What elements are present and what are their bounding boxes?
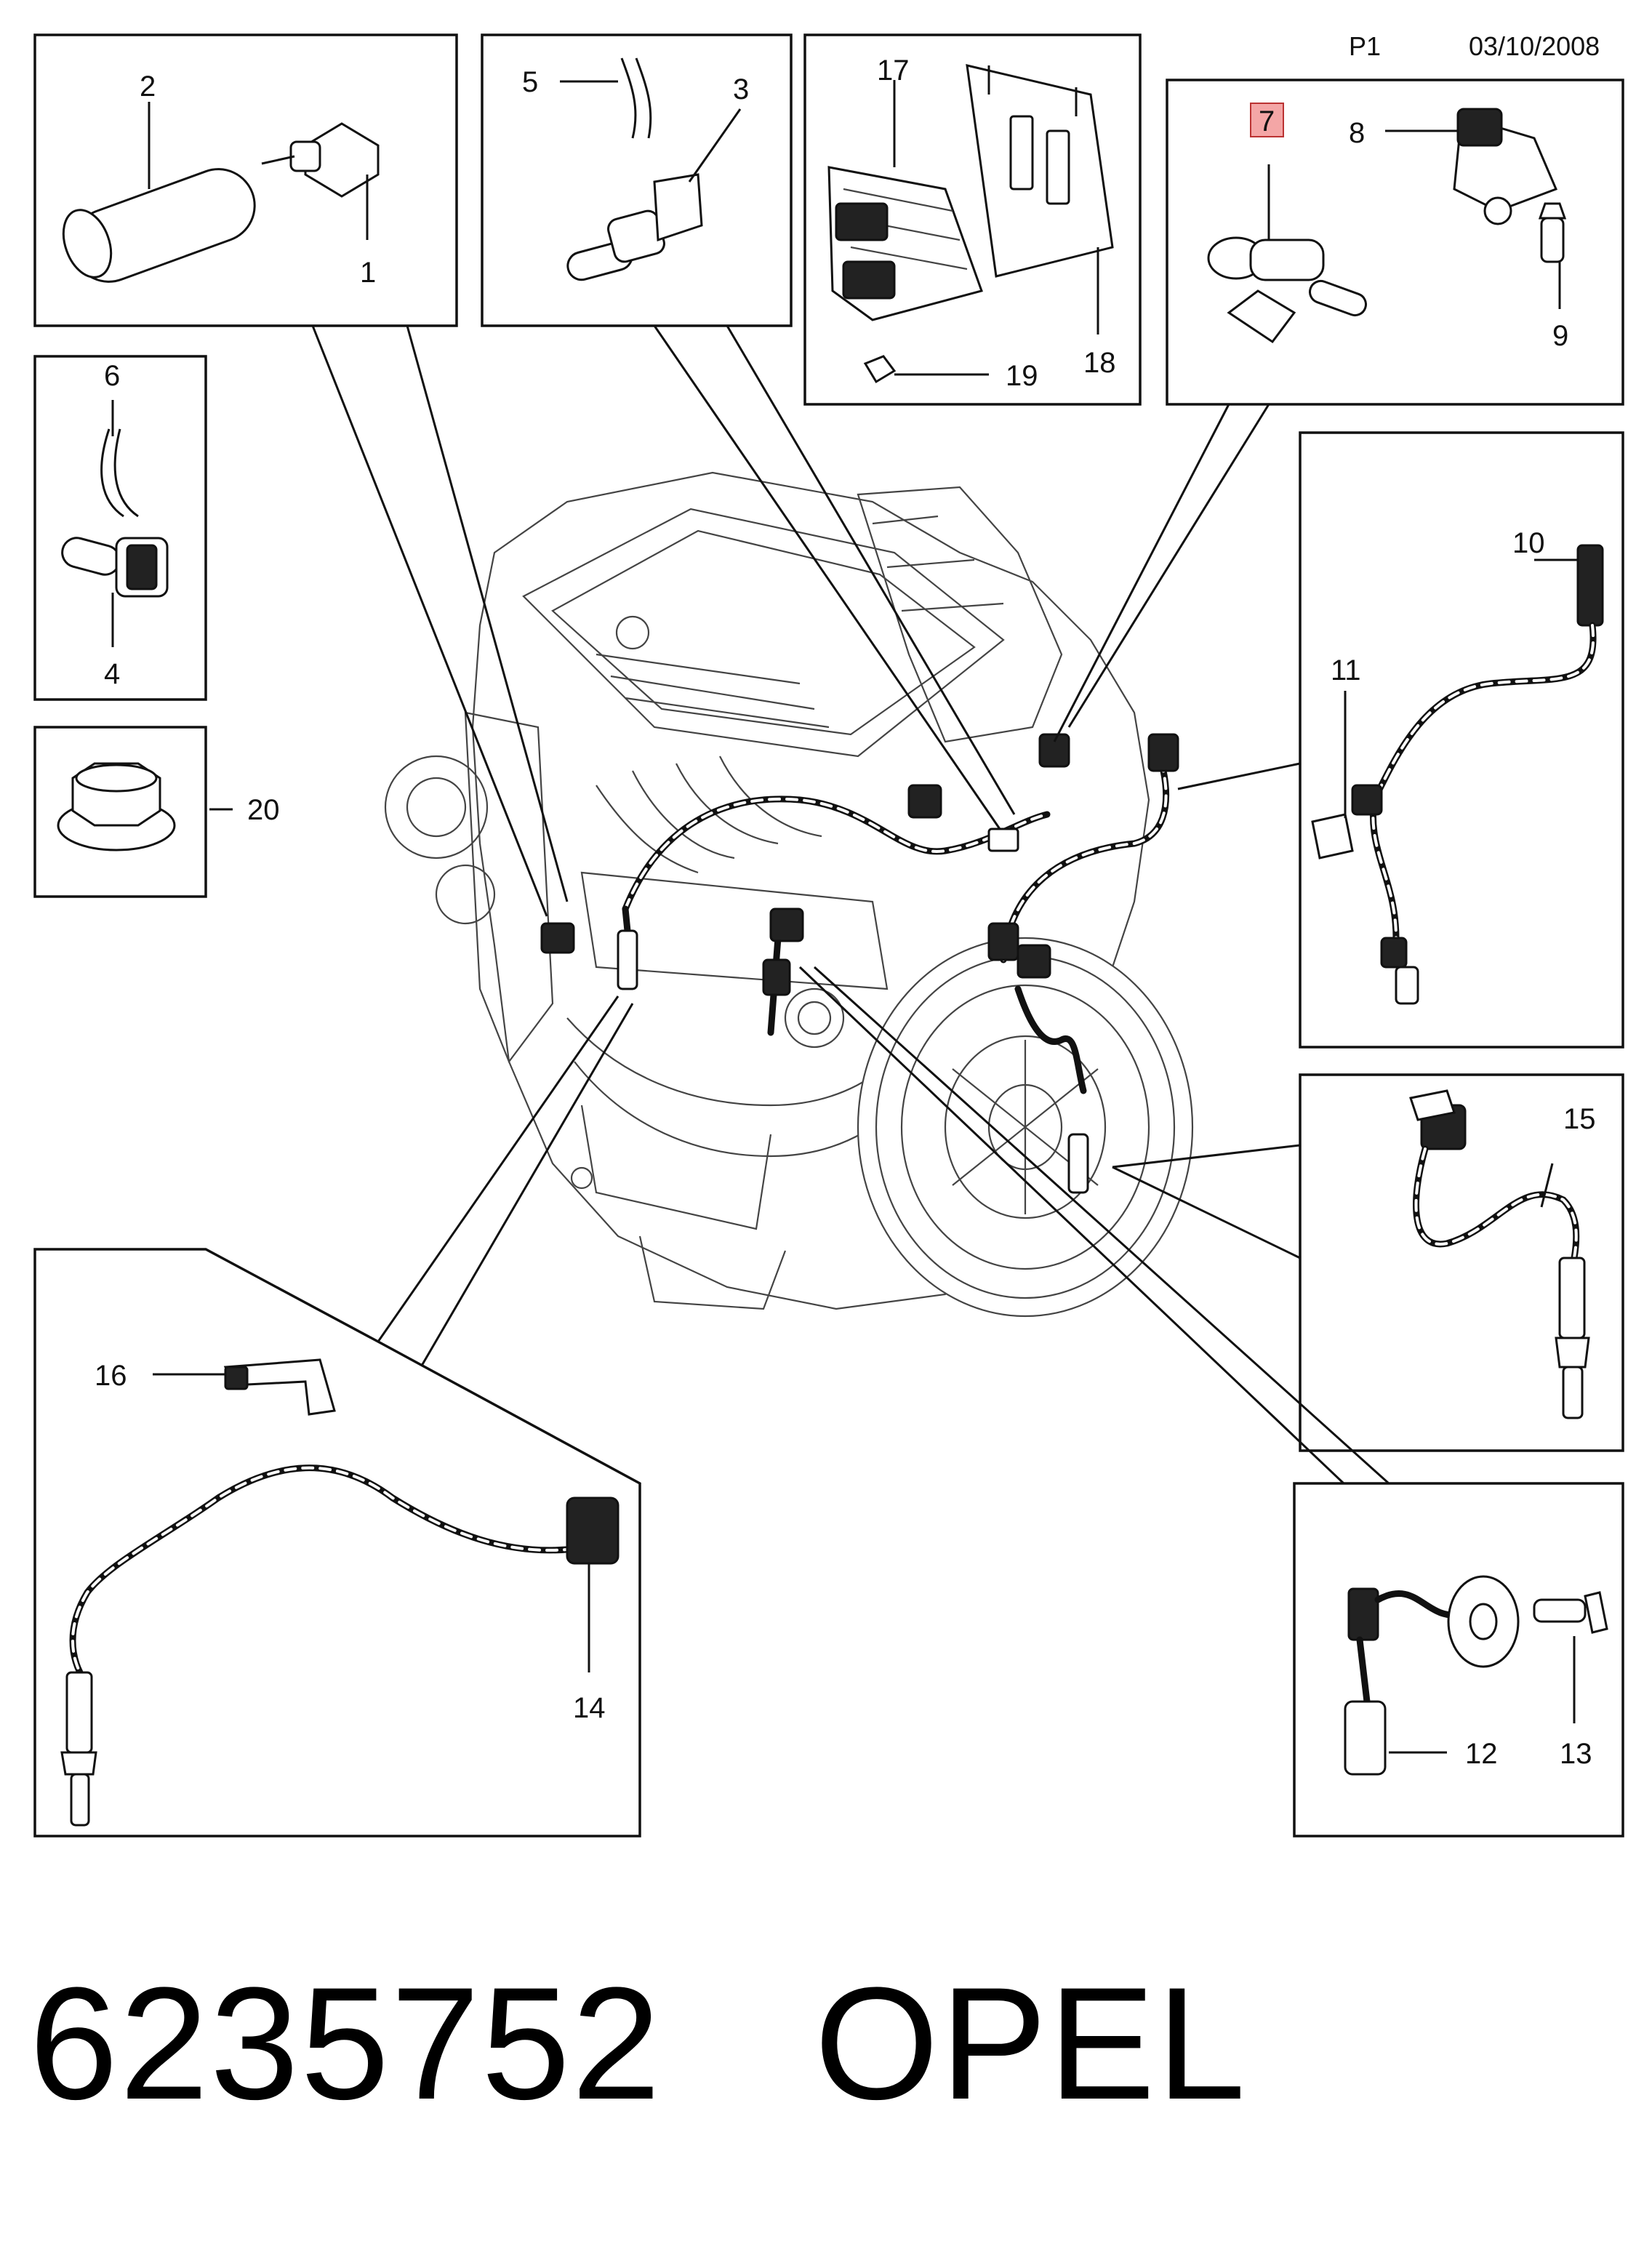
part-label-3: 3 [733, 73, 749, 105]
part-label-19: 19 [1006, 360, 1038, 392]
part-label-4: 4 [104, 658, 120, 690]
engine-illustration [384, 471, 1194, 1318]
diagram-date: 03/10/2008 [1469, 31, 1600, 61]
brand-name: OPEL [814, 1954, 1247, 2133]
callout-box-15 [1299, 1073, 1624, 1452]
part-label-7-highlight [1250, 103, 1284, 137]
camshaft-sensor-illustration [1207, 108, 1567, 344]
temperature-sensor-illustration [566, 57, 703, 281]
part-label-7: 7 [1259, 105, 1275, 137]
knock-sensor-illustration [1344, 1575, 1608, 1776]
part-label-17: 17 [877, 55, 910, 87]
part-label-5: 5 [522, 66, 538, 98]
callout-box-10-11 [1299, 431, 1624, 1049]
part-label-12: 12 [1465, 1738, 1498, 1770]
engine-wiring-harness [540, 733, 1179, 1194]
oxygen-sensor-harness-illustration [1311, 544, 1604, 1005]
part-label-1: 1 [360, 257, 376, 289]
part-label-9: 9 [1552, 320, 1568, 352]
front-oxygen-sensor-illustration [60, 1358, 620, 1827]
part-label-20: 20 [247, 794, 280, 826]
part-label-10: 10 [1512, 527, 1545, 559]
callout-box-4-6 [33, 355, 207, 701]
engine-control-module-illustration [827, 64, 1114, 384]
part-label-11: 11 [1331, 654, 1361, 686]
part-label-2: 2 [140, 71, 156, 103]
coolant-sensor-illustration [61, 428, 169, 598]
rear-oxygen-sensor-illustration [1409, 1089, 1590, 1419]
part-label-8: 8 [1349, 117, 1365, 149]
flange-nut-illustration [57, 762, 176, 851]
part-label-13: 13 [1560, 1738, 1592, 1770]
footer-title: 6235752 OPEL [29, 1949, 1629, 2138]
part-label-18: 18 [1083, 347, 1116, 379]
part-label-16: 16 [95, 1360, 127, 1392]
callout-box-3-5 [481, 33, 793, 327]
part-label-14: 14 [573, 1692, 606, 1724]
part-label-15: 15 [1563, 1103, 1596, 1135]
page-indicator: P1 [1349, 31, 1381, 61]
callout-leader-lines [311, 325, 1390, 1485]
oil-pressure-switch-illustration [62, 122, 380, 283]
part-number: 6235752 [29, 1954, 662, 2133]
callout-box-14-16 [33, 1248, 641, 1838]
part-label-6: 6 [104, 360, 120, 392]
